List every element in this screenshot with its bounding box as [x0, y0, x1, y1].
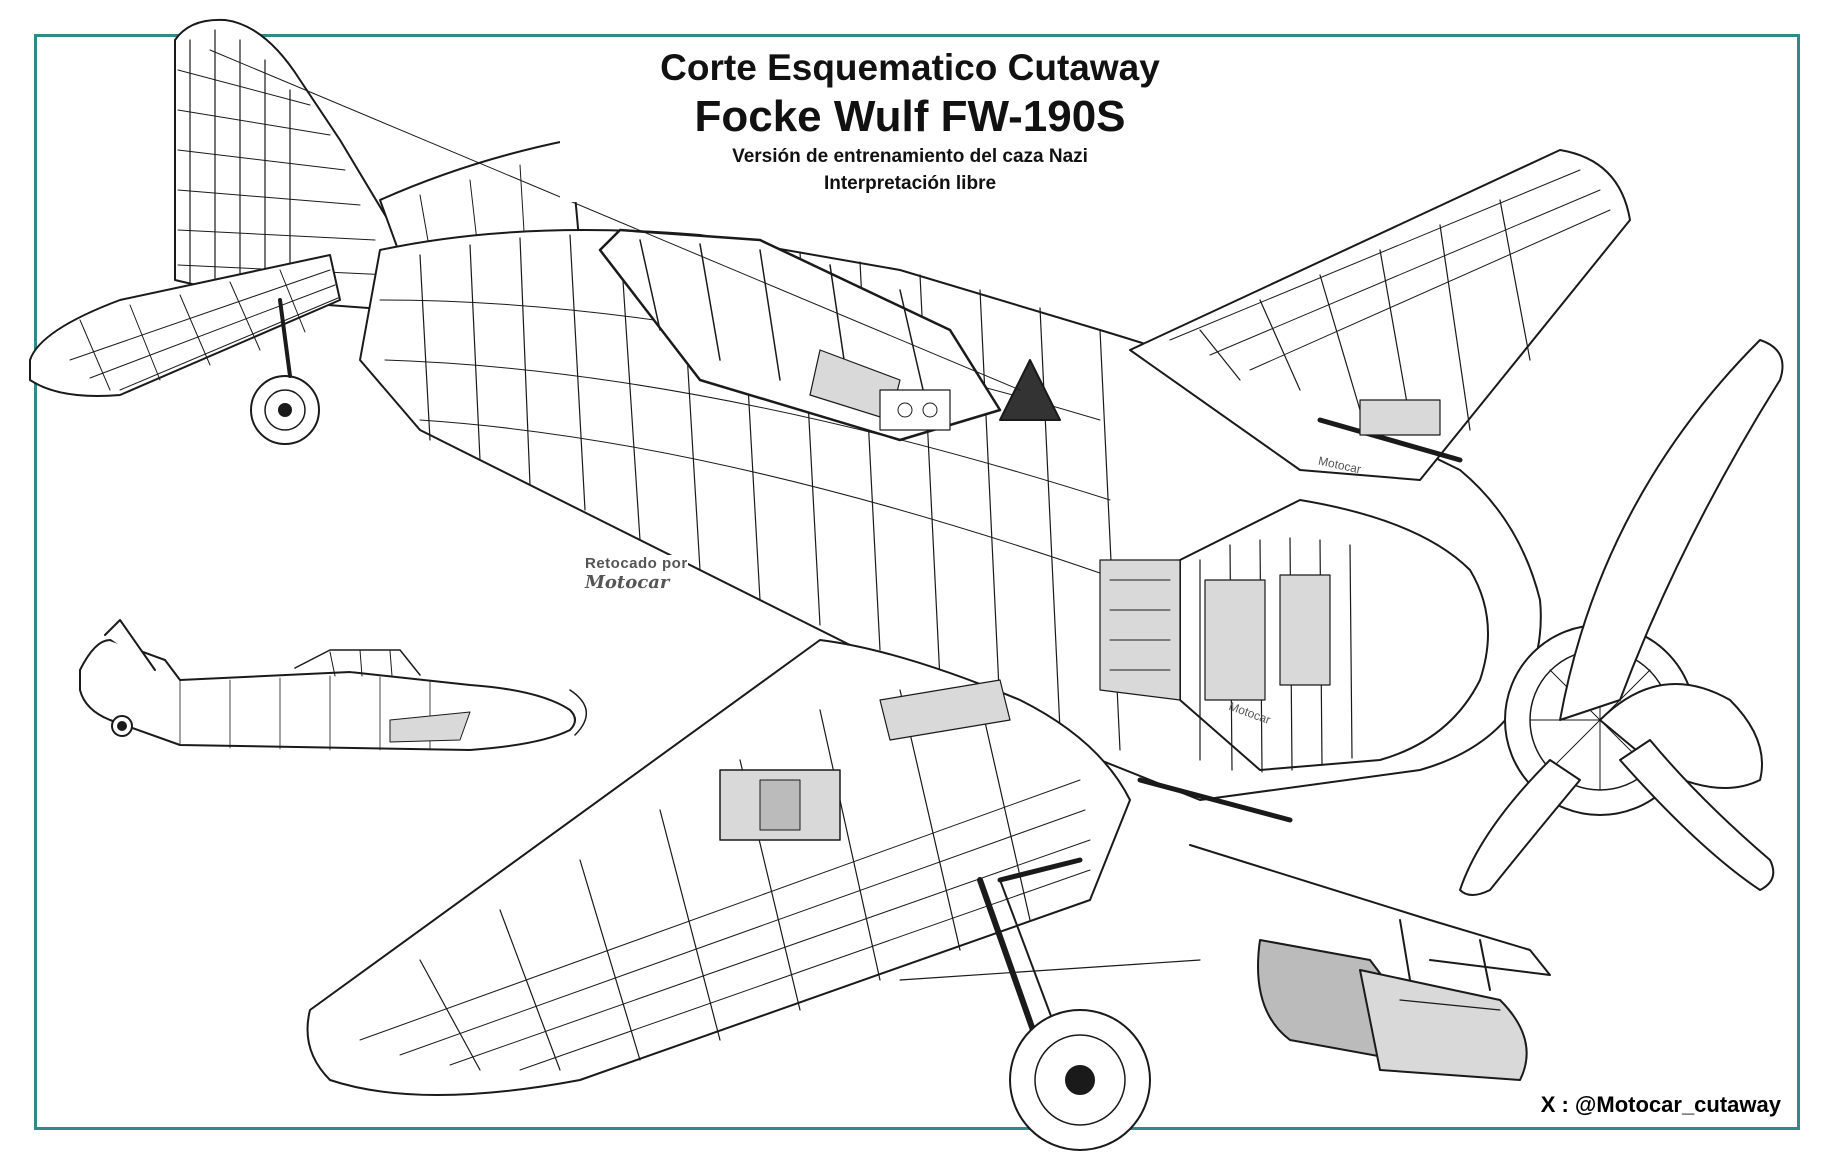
retouch-signature: Retocado por Motocar — [585, 555, 688, 593]
retouch-name: Motocar — [585, 572, 670, 593]
side-view-aircraft — [79, 619, 587, 751]
antenna-wire — [209, 49, 1021, 391]
bomb — [1189, 844, 1551, 1081]
title-line-2: Focke Wulf FW-190S — [694, 92, 1126, 141]
title-line-1: Corte Esquematico Cutaway — [660, 47, 1160, 88]
title-line-4: Interpretación libre — [823, 173, 997, 194]
social-credit: X : @Motocar_cutaway — [1534, 1090, 1787, 1120]
left-wing — [306, 639, 1293, 1096]
main-landing-gear — [977, 877, 1151, 1151]
retouch-label: Retocado por — [585, 555, 688, 572]
title-block: Corte Esquematico Cutaway Focke Wulf FW-… — [560, 42, 1260, 202]
engine-section — [1099, 339, 1784, 896]
title-line-3: Versión de entrenamiento del caza Nazi — [732, 146, 1088, 167]
border-frame — [34, 34, 1800, 1130]
tail-section — [29, 18, 581, 445]
right-wing — [1129, 149, 1631, 481]
